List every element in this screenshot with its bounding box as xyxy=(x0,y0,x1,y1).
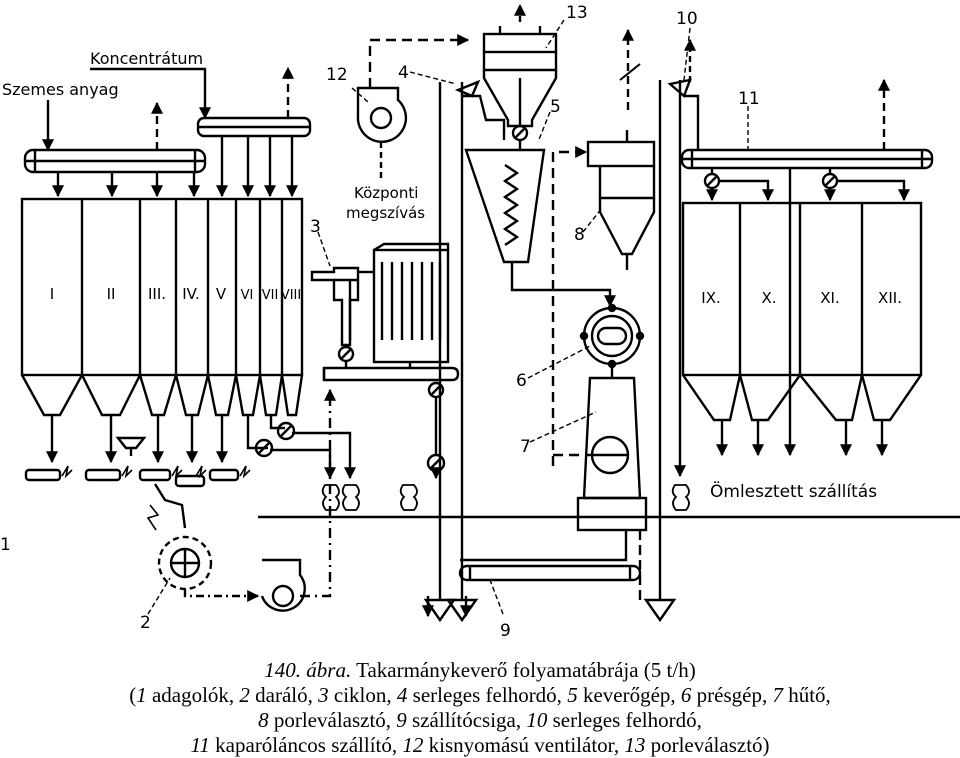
number-12: 12 xyxy=(326,65,348,85)
fan-mill xyxy=(260,388,336,612)
number-13: 13 xyxy=(566,3,588,23)
caption-num: 9 xyxy=(396,708,407,732)
caption-text: adagolók, xyxy=(146,683,240,707)
number-11: 11 xyxy=(738,89,760,109)
silo-left-label-2: II xyxy=(107,285,116,303)
caption-num: 5 xyxy=(567,683,578,707)
caption-num: 12 xyxy=(402,733,424,757)
silo-left-label-6: VI xyxy=(241,288,254,303)
number-6: 6 xyxy=(516,371,527,391)
caption-paren: ( xyxy=(129,683,137,707)
silo-right-label-2: X. xyxy=(761,289,776,307)
caption-num: 2 xyxy=(239,683,250,707)
silo-left-label-4: IV. xyxy=(182,285,200,303)
label-kozponti: Központi xyxy=(354,184,418,202)
caption-num: 1 xyxy=(136,683,147,707)
caption-text: porleválasztó, xyxy=(268,708,397,732)
number-4: 4 xyxy=(398,63,409,83)
mill xyxy=(157,535,260,602)
elevator-4 xyxy=(422,79,506,623)
caption-num: 11 xyxy=(190,733,210,757)
caption-line-1: 140. ábra. Takarmánykeverő folyamatábráj… xyxy=(0,658,960,683)
number-10: 10 xyxy=(676,9,698,29)
elevator-10 xyxy=(658,38,700,600)
caption-num: 3 xyxy=(318,683,329,707)
leader-lines xyxy=(147,19,749,615)
caption-num: 10 xyxy=(526,708,548,732)
label-koncentratum: Koncentrátum xyxy=(90,49,203,68)
label-megszivas: megszívás xyxy=(346,204,425,222)
caption-text: kisnyomású ventilátor, xyxy=(423,733,625,757)
caption-line-3: 8 porleválasztó, 9 szállítócsiga, 10 ser… xyxy=(0,708,960,733)
caption-text: kaparóláncos szállító, xyxy=(209,733,403,757)
silo-left-label-5: V xyxy=(216,285,227,303)
caption-fig-number: 140. ábra. xyxy=(264,658,352,682)
silo-left-label-1: I xyxy=(50,285,54,303)
number-1: 1 xyxy=(0,535,11,555)
press-6 xyxy=(579,303,645,369)
caption-text: keverőgép, xyxy=(577,683,681,707)
caption-line-4: 11 kaparóláncos szállító, 12 kisnyomású … xyxy=(0,733,960,758)
caption-text: szállítócsiga, xyxy=(406,708,527,732)
caption-line-2: (1 adagolók, 2 daráló, 3 ciklon, 4 serle… xyxy=(0,683,960,708)
caption-num: 7 xyxy=(772,683,783,707)
silo-left-label-8: VIII xyxy=(281,288,301,303)
silo-left-label-3: III. xyxy=(148,285,166,303)
number-9: 9 xyxy=(500,621,511,641)
fan-12 xyxy=(356,34,470,180)
flow-diagram: Koncentrátum Szemes anyag Központi megsz… xyxy=(0,3,960,641)
number-8: 8 xyxy=(574,225,585,245)
separator-8 xyxy=(551,28,656,466)
label-szemes-anyag: Szemes anyag xyxy=(2,80,119,99)
number-7: 7 xyxy=(520,437,531,457)
caption-num: 13 xyxy=(624,733,646,757)
number-2: 2 xyxy=(140,613,151,633)
bags xyxy=(321,484,690,511)
silo-right-label-1: IX. xyxy=(701,289,720,307)
caption-text: porleválasztó) xyxy=(645,733,770,757)
silo-right-label-4: XII. xyxy=(878,289,902,307)
caption-text: serleges felhordó, xyxy=(547,708,702,732)
caption-num: 6 xyxy=(680,683,692,707)
caption-text: présgép, xyxy=(691,683,773,707)
mixer-5 xyxy=(464,140,616,308)
caption-title: Takarmánykeverő folyamatábrája (5 t/h) xyxy=(356,658,696,682)
number-5: 5 xyxy=(550,97,561,117)
right-silo-bank xyxy=(680,78,934,457)
silo-right-label-3: XI. xyxy=(820,289,839,307)
silo-body-left xyxy=(20,197,304,377)
label-omlesztett: Ömlesztett szállítás xyxy=(710,480,877,502)
number-3: 3 xyxy=(310,217,321,237)
feeders xyxy=(24,465,251,531)
cyclone-3 xyxy=(310,242,460,480)
caption-num: 4 xyxy=(396,683,408,707)
silo-left-label-7: VII xyxy=(262,288,279,303)
rotary-valves-left xyxy=(254,421,356,480)
left-silo-bank xyxy=(20,66,312,464)
caption-text: serleges felhordó, xyxy=(407,683,568,707)
conveyor-9 xyxy=(458,564,677,623)
caption-text: hűtő, xyxy=(782,683,831,707)
caption-text: ciklon, xyxy=(328,683,397,707)
hopper-bowl xyxy=(115,436,147,450)
caption-num: 8 xyxy=(258,708,269,732)
figure-caption: 140. ábra. Takarmánykeverő folyamatábráj… xyxy=(0,658,960,758)
caption-text: daráló, xyxy=(249,683,319,707)
